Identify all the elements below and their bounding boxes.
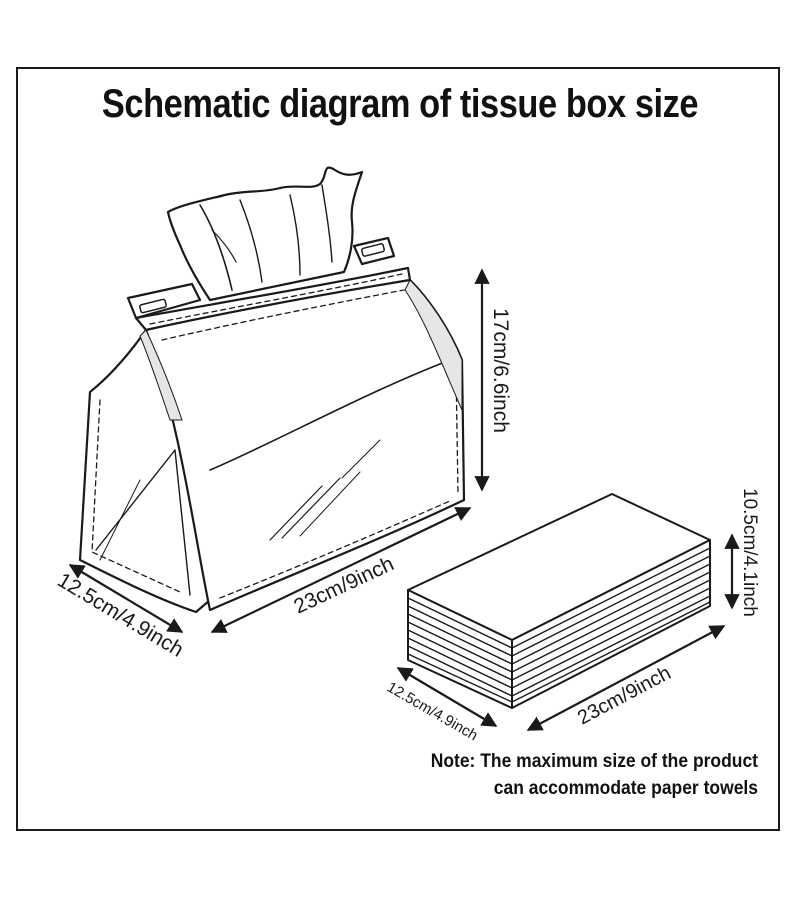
diagram-frame (16, 67, 780, 831)
box-height-label: 17cm/6.6inch (489, 308, 512, 433)
box-width-arrow (68, 564, 184, 633)
right-clasp-icon (352, 236, 396, 266)
stack-length-label: 23cm/9inch (574, 662, 675, 729)
note-line-1: Note: The maximum size of the product (430, 751, 758, 772)
box-dimension-arrows (68, 268, 490, 633)
tissue-paper-icon (166, 166, 364, 302)
stack-width-arrow (396, 667, 498, 727)
left-clasp-icon (126, 282, 202, 320)
stack-height-label: 10.5cm/4.1inch (739, 488, 760, 617)
stack-dimension-arrows (396, 533, 740, 731)
page-title: Schematic diagram of tissue box size (101, 82, 699, 126)
tissue-box-illustration (78, 166, 466, 614)
product-note: Note: The maximum size of the product ca… (422, 748, 758, 802)
box-length-arrow (210, 507, 472, 633)
note-line-2: can accommodate paper towels (493, 778, 758, 799)
stack-length-arrow (526, 625, 726, 731)
